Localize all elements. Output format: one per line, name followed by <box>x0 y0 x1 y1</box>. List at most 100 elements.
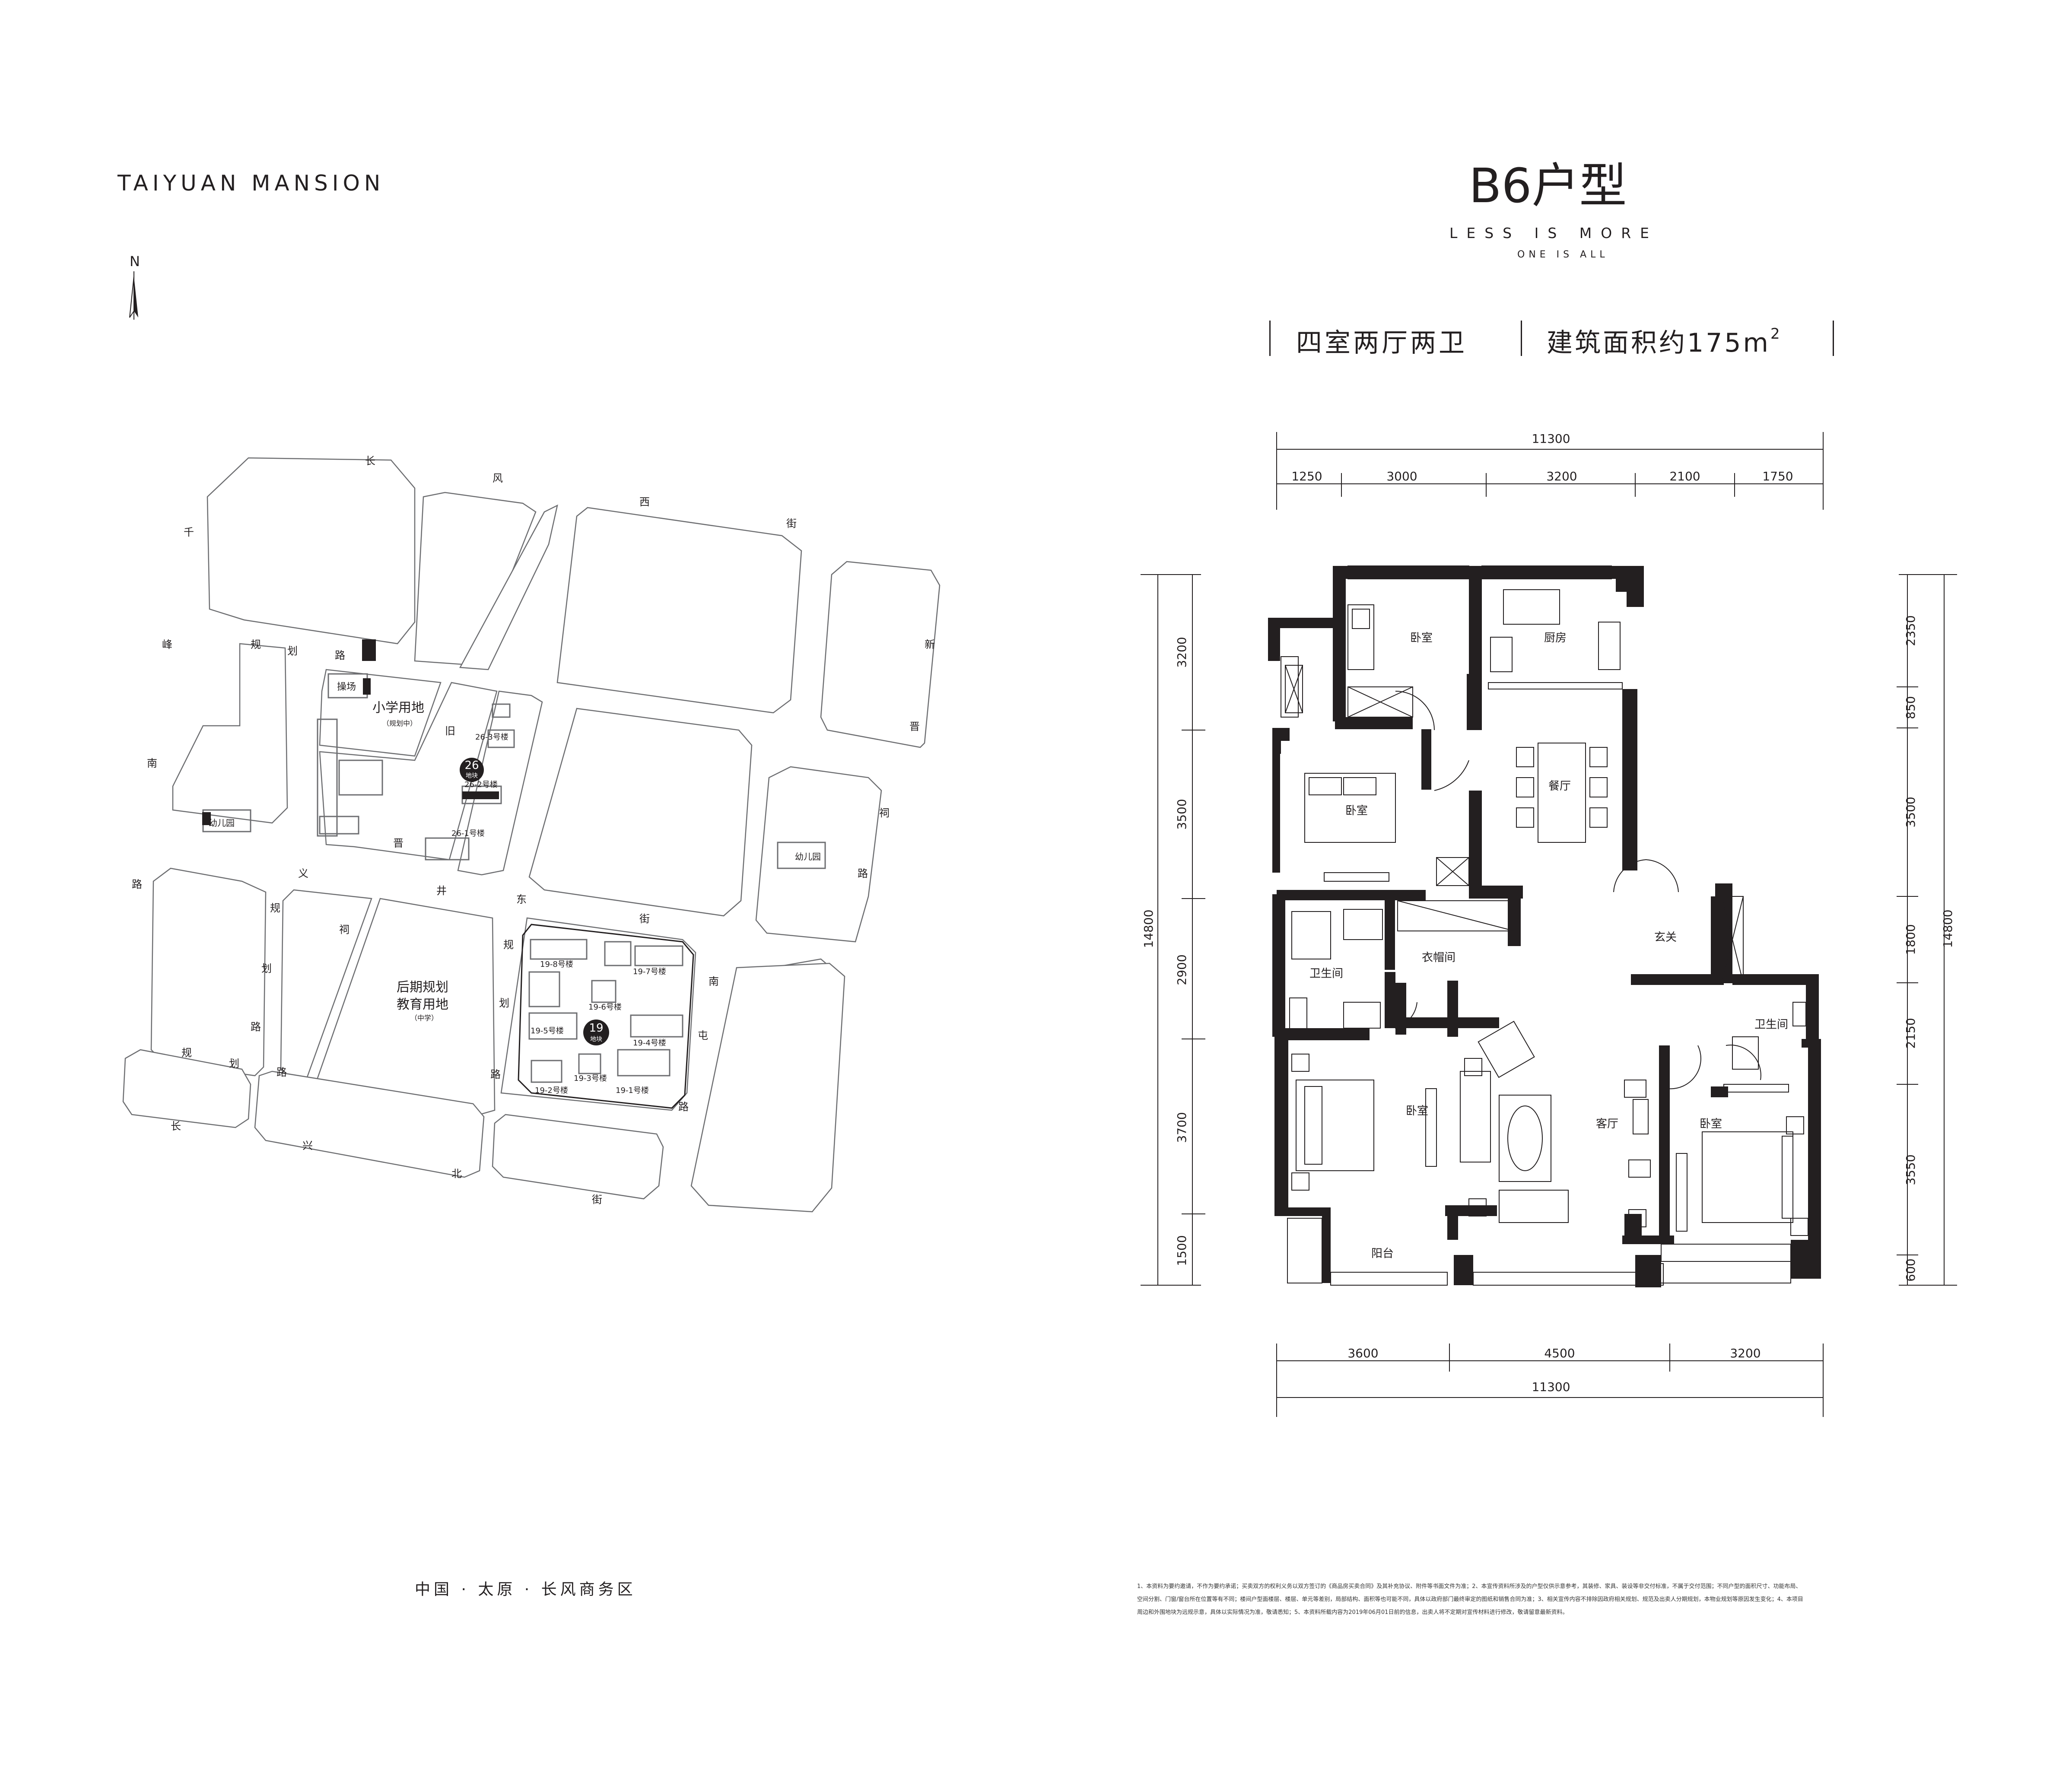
svg-text:19-1号楼: 19-1号楼 <box>616 1086 649 1095</box>
block <box>122 1049 251 1128</box>
room-label: 厨房 <box>1544 632 1567 645</box>
svg-text:规: 规 <box>251 638 261 651</box>
svg-text:兴: 兴 <box>302 1140 313 1152</box>
svg-text:新: 新 <box>925 638 935 651</box>
svg-text:幼儿园: 幼儿园 <box>795 851 821 862</box>
svg-text:划: 划 <box>287 645 298 657</box>
svg-text:街: 街 <box>639 913 650 925</box>
location-caption: 中国 · 太原 · 长风商务区 <box>415 1581 636 1598</box>
svg-text:操场: 操场 <box>337 682 356 692</box>
svg-text:11300: 11300 <box>1532 432 1570 446</box>
svg-text:地块: 地块 <box>590 1036 602 1043</box>
svg-text:19-5号楼: 19-5号楼 <box>531 1026 564 1035</box>
svg-text:规: 规 <box>503 939 514 951</box>
divider <box>1521 321 1522 356</box>
svg-text:街: 街 <box>592 1194 602 1206</box>
svg-text:1750: 1750 <box>1762 469 1793 483</box>
block <box>207 457 416 645</box>
svg-text:晋: 晋 <box>393 837 404 849</box>
svg-text:3500: 3500 <box>1175 799 1189 829</box>
svg-text:幼儿园: 幼儿园 <box>209 818 235 828</box>
disclaimer: 1、本资料为要约邀请，不作为要约承诺；买卖双方的权利义务以双方签订的《商品房买卖… <box>1137 1583 1803 1616</box>
svg-text:千: 千 <box>184 526 194 538</box>
svg-text:后期规划: 后期规划 <box>397 980 448 995</box>
svg-text:划: 划 <box>229 1058 239 1070</box>
block <box>459 504 558 670</box>
svg-text:路: 路 <box>276 1066 287 1078</box>
block <box>315 898 496 1115</box>
svg-text:长: 长 <box>171 1120 181 1132</box>
svg-text:19-4号楼: 19-4号楼 <box>633 1039 666 1048</box>
svg-text:晋: 晋 <box>909 721 920 733</box>
svg-text:26-2号楼: 26-2号楼 <box>464 780 498 789</box>
svg-text:1500: 1500 <box>1175 1235 1189 1266</box>
plot-19-marker <box>583 1020 609 1045</box>
room-label: 卧室 <box>1406 1105 1428 1118</box>
svg-text:路: 路 <box>251 1021 261 1033</box>
svg-text:规: 规 <box>181 1047 192 1059</box>
block <box>319 682 498 861</box>
block <box>319 669 442 757</box>
svg-text:义: 义 <box>298 867 308 880</box>
svg-text:19-6号楼: 19-6号楼 <box>588 1003 622 1012</box>
svg-text:（规划中）: （规划中） <box>382 719 417 727</box>
block <box>755 766 882 943</box>
svg-text:风: 风 <box>493 472 503 484</box>
divider <box>1269 321 1271 356</box>
svg-text:峰: 峰 <box>162 638 172 651</box>
room-label: 卧室 <box>1700 1118 1722 1131</box>
room-label: 卫生间 <box>1754 1018 1788 1031</box>
svg-text:3700: 3700 <box>1175 1112 1189 1143</box>
block <box>492 1114 664 1200</box>
sub-slogan: ONE IS ALL <box>1517 249 1609 260</box>
room-label: 客厅 <box>1596 1118 1618 1131</box>
svg-text:北: 北 <box>451 1168 462 1180</box>
room-count: 四室两厅两卫 <box>1296 328 1467 358</box>
svg-text:祠: 祠 <box>879 807 890 819</box>
svg-text:路: 路 <box>858 867 868 880</box>
svg-text:26-3号楼: 26-3号楼 <box>475 733 508 742</box>
svg-text:2100: 2100 <box>1669 469 1700 483</box>
svg-text:19: 19 <box>589 1022 603 1035</box>
svg-text:1250: 1250 <box>1291 469 1322 483</box>
svg-text:划: 划 <box>499 997 509 1009</box>
block <box>150 867 267 1077</box>
svg-text:东: 东 <box>516 893 527 905</box>
block <box>690 962 845 1213</box>
svg-text:路: 路 <box>335 649 345 661</box>
block <box>172 643 288 824</box>
room-label: 卧室 <box>1410 632 1433 645</box>
block <box>254 1070 485 1178</box>
svg-text:路: 路 <box>490 1068 501 1080</box>
svg-text:14800: 14800 <box>1941 909 1955 948</box>
unit-title: B6户型 <box>1469 158 1627 213</box>
svg-text:19-2号楼: 19-2号楼 <box>535 1086 568 1095</box>
svg-text:规: 规 <box>270 902 280 914</box>
svg-text:26: 26 <box>464 759 479 772</box>
svg-text:路: 路 <box>678 1101 689 1113</box>
svg-text:2900: 2900 <box>1175 954 1189 985</box>
svg-text:长: 长 <box>365 455 375 467</box>
divider <box>1833 321 1834 356</box>
svg-text:14800: 14800 <box>1141 909 1156 948</box>
svg-text:屯: 屯 <box>698 1029 708 1042</box>
svg-text:1800: 1800 <box>1904 924 1918 955</box>
block <box>457 690 543 876</box>
room-label: 衣帽间 <box>1422 951 1455 964</box>
plot-26-marker <box>460 758 484 782</box>
svg-text:祠: 祠 <box>339 924 350 936</box>
svg-text:3200: 3200 <box>1175 637 1189 667</box>
block <box>556 507 802 714</box>
svg-text:井: 井 <box>436 885 447 897</box>
svg-text:旧: 旧 <box>445 725 455 737</box>
svg-text:850: 850 <box>1904 696 1918 719</box>
svg-text:南: 南 <box>709 975 719 988</box>
north-arrow-icon: N <box>129 253 140 320</box>
svg-text:3600: 3600 <box>1347 1346 1378 1360</box>
svg-text:3550: 3550 <box>1904 1154 1918 1185</box>
room-label: 餐厅 <box>1548 780 1571 793</box>
north-label: N <box>130 253 140 270</box>
svg-text:南: 南 <box>147 757 157 769</box>
svg-text:11300: 11300 <box>1532 1380 1570 1394</box>
